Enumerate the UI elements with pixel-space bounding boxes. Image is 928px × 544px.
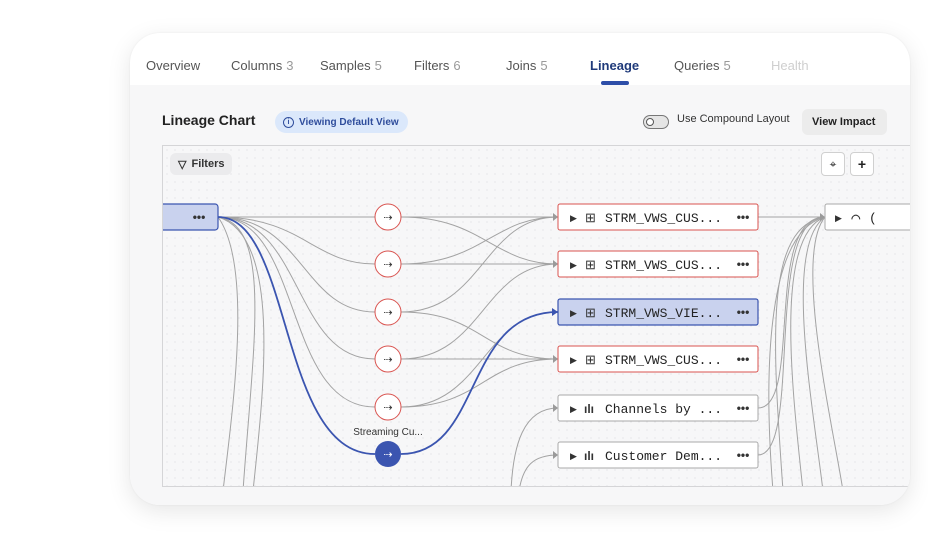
- table-icon: ⊞: [585, 352, 596, 367]
- downstream-edges: [757, 216, 843, 486]
- transform-icon: ⇢: [383, 449, 392, 461]
- plus-icon: +: [857, 156, 867, 172]
- highlighted-edges: [217, 216, 559, 455]
- table-icon: ⊞: [585, 305, 596, 320]
- expand-caret-icon[interactable]: ▶: [570, 404, 577, 414]
- transform-node[interactable]: ⇢: [374, 250, 402, 278]
- default-view-badge-label: Viewing Default View: [299, 116, 399, 128]
- table-node[interactable]: ▶ ⊞ STRM_VWS_CUS... •••: [557, 250, 759, 278]
- active-tab-indicator: [601, 81, 629, 85]
- bar-chart-icon: ılı: [584, 402, 594, 416]
- source-edges: [217, 216, 376, 486]
- table-node-highlighted[interactable]: ▶ ⊞ STRM_VWS_VIE... •••: [557, 298, 759, 326]
- transform-edges: [400, 216, 559, 486]
- filters-button-label: Filters: [191, 158, 225, 170]
- source-node[interactable]: •••: [163, 203, 219, 231]
- node-menu[interactable]: •••: [737, 401, 750, 415]
- table-node[interactable]: ▶ ⊞ STRM_VWS_CUS... •••: [557, 203, 759, 231]
- compound-layout-label: Use Compound Layout: [677, 113, 790, 125]
- edge-arrowheads: [552, 213, 825, 459]
- transform-caption: Streaming Cu...: [353, 427, 422, 438]
- lineage-canvas[interactable]: ••• ⇢ ⇢ ⇢ ⇢ ⇢ Streaming: [162, 145, 910, 487]
- transform-icon: ⇢: [383, 259, 392, 271]
- chart-node-label: Channels by ...: [605, 402, 722, 417]
- expand-caret-icon[interactable]: ▶: [835, 213, 842, 223]
- table-node-label: STRM_VWS_CUS...: [605, 211, 722, 226]
- filters-button[interactable]: ▽ Filters: [170, 153, 233, 175]
- transform-node[interactable]: ⇢: [374, 345, 402, 373]
- page-title: Lineage Chart: [162, 112, 256, 128]
- transform-icon: ⇢: [383, 354, 392, 366]
- default-view-badge[interactable]: i Viewing Default View: [275, 111, 408, 133]
- transform-icon: ⇢: [383, 307, 392, 319]
- downstream-node-label: (: [869, 211, 877, 226]
- expand-caret-icon[interactable]: ▶: [570, 451, 577, 461]
- expand-caret-icon[interactable]: ▶: [570, 213, 577, 223]
- info-icon: i: [283, 116, 294, 128]
- tab-health[interactable]: Health: [771, 58, 809, 73]
- toggle-knob: [646, 118, 654, 126]
- node-menu[interactable]: •••: [737, 305, 750, 319]
- transform-node[interactable]: ⇢: [374, 203, 402, 231]
- lineage-graph: ••• ⇢ ⇢ ⇢ ⇢ ⇢ Streaming: [163, 203, 910, 486]
- recenter-button[interactable]: ⌖: [821, 152, 845, 176]
- chart-node[interactable]: ▶ ılı Channels by ... •••: [557, 394, 759, 422]
- node-menu[interactable]: •••: [737, 352, 750, 366]
- downstream-node[interactable]: ▶ ◠ (: [824, 203, 910, 231]
- table-icon: ⊞: [585, 257, 596, 272]
- view-impact-button[interactable]: View Impact: [802, 109, 888, 135]
- chart-node-label: Customer Dem...: [605, 449, 722, 464]
- table-node-label: STRM_VWS_VIE...: [605, 306, 722, 321]
- compound-layout-toggle[interactable]: [643, 115, 669, 129]
- expand-caret-icon[interactable]: ▶: [570, 260, 577, 270]
- transform-icon: ⇢: [383, 402, 392, 414]
- tab-overview[interactable]: Overview: [146, 58, 201, 73]
- node-menu[interactable]: •••: [737, 257, 750, 271]
- transform-node[interactable]: ⇢: [374, 393, 402, 421]
- transform-node-selected[interactable]: ⇢: [375, 441, 401, 467]
- table-node-label: STRM_VWS_CUS...: [605, 258, 722, 273]
- tab-lineage[interactable]: Lineage: [590, 58, 640, 73]
- chart-node[interactable]: ▶ ılı Customer Dem... •••: [557, 441, 759, 469]
- filter-icon: ▽: [178, 158, 187, 171]
- table-node[interactable]: ▶ ⊞ STRM_VWS_CUS... •••: [557, 345, 759, 373]
- expand-caret-icon[interactable]: ▶: [570, 355, 577, 365]
- bar-chart-icon: ılı: [584, 449, 594, 463]
- transform-node[interactable]: ⇢: [374, 298, 402, 326]
- gauge-icon: ◠: [851, 213, 861, 225]
- table-node-label: STRM_VWS_CUS...: [605, 353, 722, 368]
- node-menu[interactable]: •••: [737, 448, 750, 462]
- node-menu[interactable]: •••: [737, 210, 750, 224]
- transform-icon: ⇢: [383, 212, 392, 224]
- table-icon: ⊞: [585, 210, 596, 225]
- expand-caret-icon[interactable]: ▶: [570, 308, 577, 318]
- zoom-in-button[interactable]: +: [850, 152, 874, 176]
- crosshair-icon: ⌖: [829, 156, 837, 171]
- source-node-menu[interactable]: •••: [193, 210, 206, 224]
